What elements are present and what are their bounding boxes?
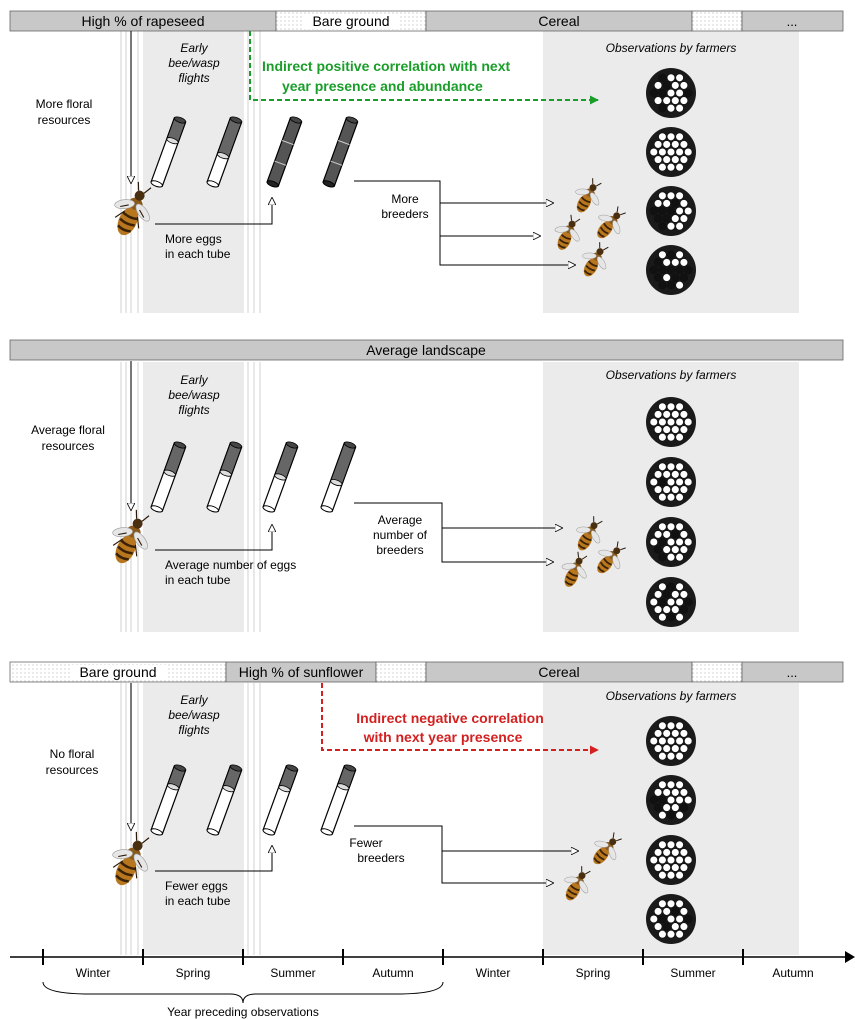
bar-label-bare-ground: Bare ground	[312, 13, 389, 29]
eggs-arrow	[155, 525, 272, 551]
bar-label-sunflower: High % of sunflower	[239, 664, 364, 680]
early-flights-line3: flights	[178, 723, 209, 737]
early-flights-line2: bee/wasp	[168, 708, 220, 722]
floral-line1: More floral	[36, 97, 93, 111]
season-label: Spring	[576, 966, 611, 980]
nest-bundle-icon	[646, 894, 696, 944]
breeders-line1: Fewer	[349, 836, 382, 850]
breeders-line1: More	[391, 192, 419, 206]
eggs-line1: More eggs	[165, 232, 222, 246]
early-flights-line2: bee/wasp	[168, 56, 220, 70]
breeders-line1: Average	[378, 513, 423, 527]
panel-3: Bare ground High % of sunflower Cereal .…	[9, 661, 844, 909]
breeders-line2: breeders	[381, 207, 428, 221]
season-label: Spring	[176, 966, 211, 980]
nest-bundle-icon	[646, 127, 696, 177]
nest-bundle-icon	[646, 517, 696, 567]
nest-bundle-icon	[646, 577, 696, 627]
eggs-line2: in each tube	[165, 894, 231, 908]
nest-bundle-icon	[646, 68, 696, 118]
year-brace	[42, 981, 444, 1004]
eggs-line1: Fewer eggs	[165, 879, 228, 893]
nest-bundle-icon	[646, 245, 696, 295]
nest-tubes	[150, 116, 359, 188]
nest-bundle-icon	[646, 716, 696, 766]
breeder-arrows	[354, 180, 575, 265]
observations-label: Observations by farmers	[606, 689, 737, 703]
observation-bundles	[646, 68, 696, 944]
eggs-arrow	[155, 198, 272, 225]
positive-correlation-line2: year presence and abundance	[282, 78, 483, 94]
time-axis-arrowhead	[845, 951, 855, 963]
panel-1: High % of rapeseed Bare ground Cereal ..…	[9, 10, 844, 285]
early-flights-line1: Early	[180, 373, 208, 387]
year-preceding-label: Year preceding observations	[167, 1005, 319, 1019]
bar-label-ellipsis: ...	[787, 665, 798, 680]
floral-line2: resources	[42, 439, 95, 453]
bar-label-ellipsis: ...	[787, 14, 798, 29]
season-label: Winter	[76, 966, 111, 980]
nest-tubes	[150, 441, 357, 513]
season-label: Autumn	[372, 966, 413, 980]
floral-line2: resources	[46, 763, 99, 777]
season-label: Autumn	[772, 966, 813, 980]
nest-bundle-icon	[646, 457, 696, 507]
observations-label: Observations by farmers	[606, 368, 737, 382]
nest-bundle-icon	[646, 186, 696, 236]
landscape-bar-1: High % of rapeseed Bare ground Cereal ..…	[9, 10, 844, 32]
landscape-bar-2: Average landscape	[9, 339, 844, 361]
breeders-line2: number of	[373, 528, 428, 542]
early-flights-line1: Early	[180, 41, 208, 55]
nest-tubes	[150, 764, 357, 836]
early-flights-line3: flights	[178, 71, 209, 85]
nest-bundle-icon	[646, 835, 696, 885]
early-flights-line3: flights	[178, 403, 209, 417]
season-label: Summer	[670, 966, 715, 980]
breeders-line3: breeders	[376, 543, 423, 557]
season-label: Winter	[476, 966, 511, 980]
panel-2: Average landscape Early bee/wasp flights…	[9, 339, 844, 594]
negative-correlation-line1: Indirect negative correlation	[356, 710, 544, 726]
negative-correlation-line2: with next year presence	[363, 729, 523, 745]
positive-correlation-line1: Indirect positive correlation with next	[262, 58, 510, 74]
breeder-arrows	[354, 825, 578, 883]
season-label: Summer	[270, 966, 315, 980]
bar-label-cereal: Cereal	[538, 664, 579, 680]
nest-bundle-icon	[646, 397, 696, 447]
breeder-arrows	[354, 502, 562, 562]
eggs-line2: in each tube	[165, 573, 231, 587]
eggs-arrow	[155, 846, 272, 872]
breeders-line2: breeders	[357, 851, 404, 865]
negative-correlation-arrow	[321, 683, 599, 755]
bar-label-bare-ground: Bare ground	[79, 664, 156, 680]
positive-correlation-arrow	[249, 31, 599, 105]
early-flights-line2: bee/wasp	[168, 388, 220, 402]
floral-line2: resources	[38, 113, 91, 127]
landscape-bar-3: Bare ground High % of sunflower Cereal .…	[9, 661, 844, 683]
floral-line1: No floral	[50, 747, 95, 761]
early-flights-line1: Early	[180, 693, 208, 707]
bar-label-average: Average landscape	[366, 342, 486, 358]
timeline: Winter Spring Summer Autumn Winter Sprin…	[10, 949, 855, 1019]
bar-label-cereal: Cereal	[538, 13, 579, 29]
bar-label-rapeseed: High % of rapeseed	[82, 13, 205, 29]
observations-label: Observations by farmers	[606, 41, 737, 55]
eggs-line1: Average number of eggs	[165, 558, 296, 572]
floral-line1: Average floral	[31, 423, 105, 437]
nest-bundle-icon	[646, 775, 696, 825]
eggs-line2: in each tube	[165, 247, 231, 261]
